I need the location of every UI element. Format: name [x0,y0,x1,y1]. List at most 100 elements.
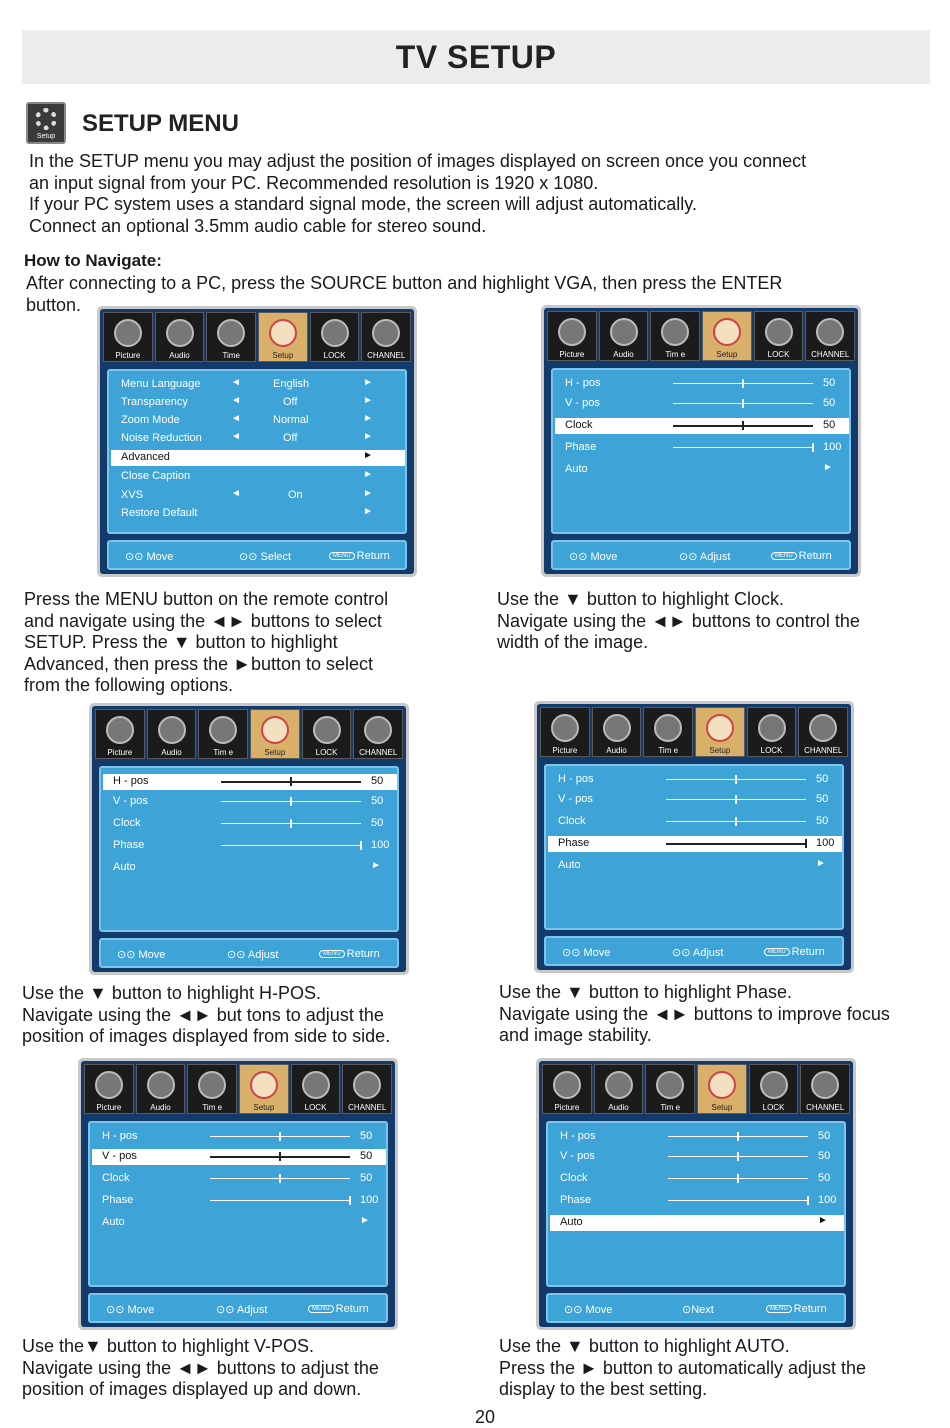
vpos-slider[interactable] [221,797,361,806]
slider-knob[interactable] [360,841,362,850]
vpos-slider[interactable] [666,795,806,804]
slider-knob[interactable] [279,1152,281,1161]
menu-row-noise[interactable]: Noise Reduction◄Off► [121,431,373,444]
vga-row-auto[interactable]: Auto► [113,860,381,873]
phase-slider[interactable] [221,841,362,850]
slider-knob[interactable] [349,1196,351,1205]
vpos-slider[interactable] [668,1152,808,1161]
tab-channel[interactable]: CHANNEL [342,1064,393,1114]
menu-row-language[interactable]: Menu Language◄English► [121,377,373,390]
tab-picture[interactable]: Picture [84,1064,134,1114]
hpos-slider[interactable] [210,1132,350,1141]
slider-knob[interactable] [735,795,737,804]
tab-lock[interactable]: LOCK [753,311,804,361]
tab-lock[interactable]: LOCK [309,312,360,362]
slider-knob[interactable] [290,797,292,806]
hpos-slider[interactable] [673,379,813,388]
tab-channel[interactable]: CHANNEL [353,709,404,759]
tab-lock[interactable]: LOCK [748,1064,799,1114]
vpos-slider[interactable] [673,399,813,408]
tab-picture[interactable]: Picture [540,707,590,757]
tab-audio[interactable]: Audio [593,1064,644,1114]
slider-knob[interactable] [290,777,292,786]
slider-knob[interactable] [279,1174,281,1183]
tab-time[interactable]: Tim e [643,707,694,757]
menu-row-transparency[interactable]: Transparency◄Off► [121,395,373,408]
clock-slider[interactable] [221,819,361,828]
tab-audio[interactable]: Audio [135,1064,186,1114]
slider-knob[interactable] [735,775,737,784]
tab-picture[interactable]: Picture [103,312,153,362]
slider-knob[interactable] [807,1196,809,1205]
phase-slider[interactable] [673,443,814,452]
tab-channel[interactable]: CHANNEL [361,312,412,362]
slider-knob[interactable] [805,839,807,848]
tab-setup[interactable]: Setup [250,709,300,759]
tab-audio[interactable]: Audio [146,709,197,759]
slider-knob[interactable] [742,399,744,408]
tab-setup[interactable]: Setup [702,311,752,361]
slider-knob[interactable] [737,1152,739,1161]
tab-lock[interactable]: LOCK [746,707,797,757]
menu-row-advanced[interactable]: Advanced► [111,450,405,466]
menu-row-xvs[interactable]: XVS◄On► [121,488,373,501]
tab-audio[interactable]: Audio [598,311,649,361]
tab-time[interactable]: Tim e [650,311,701,361]
phase-slider[interactable] [666,839,807,848]
slider-knob[interactable] [279,1132,281,1141]
tab-time[interactable]: Tim e [198,709,249,759]
tab-channel[interactable]: CHANNEL [800,1064,851,1114]
clock-slider[interactable] [668,1174,808,1183]
slider-knob[interactable] [742,421,744,430]
clock-slider[interactable] [673,421,813,430]
tab-picture[interactable]: Picture [547,311,597,361]
tab-setup[interactable]: Setup [697,1064,747,1114]
tab-time[interactable]: Tim e [645,1064,696,1114]
vga-row-auto[interactable]: Auto► [102,1215,370,1228]
tab-setup[interactable]: Setup [695,707,745,757]
menu-row-zoom[interactable]: Zoom Mode◄Normal► [121,413,373,426]
slider-knob[interactable] [742,379,744,388]
slider-knob[interactable] [737,1132,739,1141]
tab-picture[interactable]: Picture [542,1064,592,1114]
tab-channel[interactable]: CHANNEL [798,707,849,757]
slider-knob[interactable] [812,443,814,452]
menu-row-caption[interactable]: Close Caption► [121,469,373,482]
tab-channel[interactable]: CHANNEL [805,311,856,361]
tab-audio[interactable]: Audio [591,707,642,757]
tab-lock[interactable]: LOCK [301,709,352,759]
hpos-slider[interactable] [668,1132,808,1141]
tab-setup[interactable]: Setup [258,312,308,362]
tab-time[interactable]: Tim e [187,1064,238,1114]
tab-time[interactable]: Time [206,312,257,362]
slider-knob[interactable] [735,817,737,826]
tab-lock[interactable]: LOCK [290,1064,341,1114]
clock-slider[interactable] [666,817,806,826]
vga-row-auto[interactable]: Auto► [558,858,826,871]
tab-picture[interactable]: Picture [95,709,145,759]
phase-slider[interactable] [210,1196,351,1205]
hpos-slider[interactable] [221,777,361,786]
slider-knob[interactable] [737,1174,739,1183]
tab-setup[interactable]: Setup [239,1064,289,1114]
vpos-slider[interactable] [210,1152,350,1161]
